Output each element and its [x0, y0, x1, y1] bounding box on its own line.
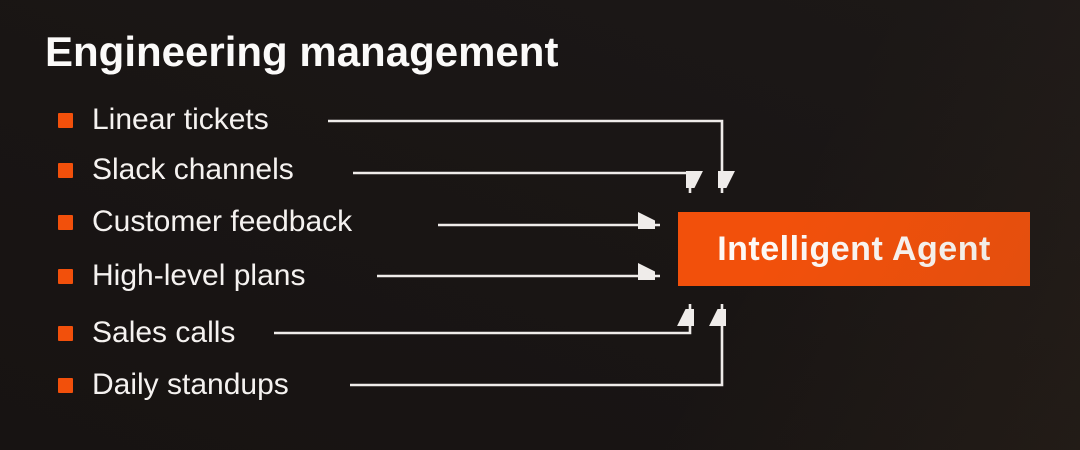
list-item-label: Linear tickets: [92, 103, 269, 136]
connector-daily-standups: [350, 304, 722, 387]
page-title: Engineering management: [45, 28, 559, 75]
bullet-square-icon: [58, 113, 73, 128]
list-item-label: Customer feedback: [92, 205, 353, 238]
list-item-label: Slack channels: [92, 153, 294, 186]
connector-linear-tickets: [328, 119, 722, 193]
intelligent-agent-label: Intelligent Agent: [717, 229, 991, 268]
bullet-square-icon: [58, 269, 73, 284]
intelligent-agent-box: Intelligent Agent: [678, 212, 1030, 286]
bullet-square-icon: [58, 215, 73, 230]
connector-slack-channels: [353, 173, 690, 193]
list-item-label: Sales calls: [92, 316, 236, 349]
list-item-label: High-level plans: [92, 259, 306, 292]
list-item-label: Daily standups: [92, 368, 289, 401]
connector-sales-calls: [274, 304, 690, 335]
bullet-square-icon: [58, 378, 73, 393]
bullet-square-icon: [58, 326, 73, 341]
bullet-square-icon: [58, 163, 73, 178]
